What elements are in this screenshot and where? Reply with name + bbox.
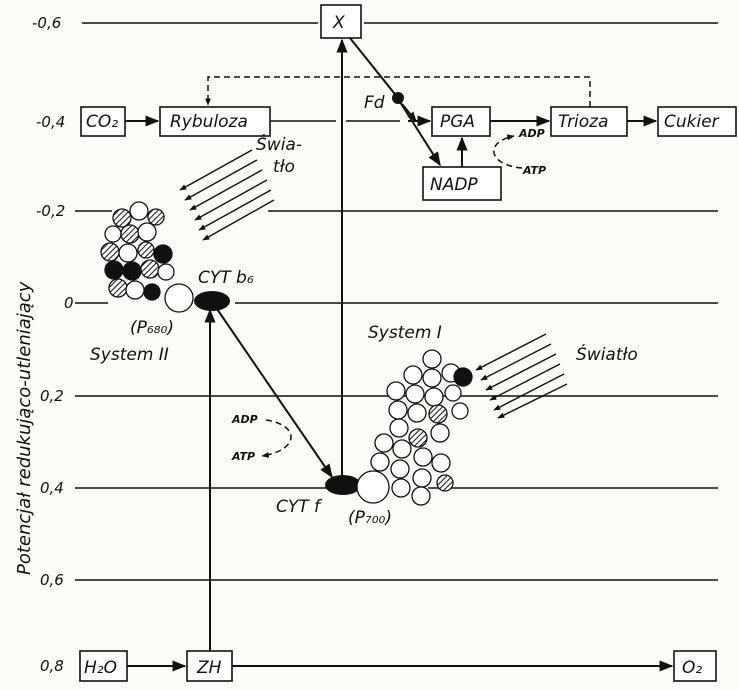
box-co2-label: CO₂ <box>86 112 118 132</box>
cytb6-label: CYT b₆ <box>198 268 254 288</box>
light-label-top-2: tło <box>273 157 295 177</box>
box-trioza-label: Trioza <box>558 112 609 132</box>
system2-pigment-cluster <box>101 202 193 312</box>
box-h2o-label: H₂O <box>84 658 117 678</box>
fd-label: Fd <box>364 93 385 113</box>
tick-label-minus-0-6: -0,6 <box>32 14 61 32</box>
tick-label-minus-0-4: -0,4 <box>36 113 65 131</box>
tick-label-0-8: 0,8 <box>40 657 64 675</box>
cytf-label: CYT f <box>276 497 323 517</box>
atp-mid-label: ATP <box>231 450 255 463</box>
y-axis-label: Potencjał redukująco-utleniający <box>14 281 35 575</box>
box-pga-label: PGA <box>440 112 475 132</box>
atp-top-label: ATP <box>522 164 546 177</box>
line-x-fd <box>350 38 398 98</box>
arrow-fd-pga <box>402 104 416 121</box>
cytf-node <box>325 475 361 495</box>
adp-top-label: ADP <box>518 127 545 140</box>
box-zh-label: ZH <box>196 658 222 678</box>
adp-mid-label: ADP <box>231 413 258 426</box>
box-nadp-label: NADP <box>430 175 478 195</box>
p700-label: (P₇₀₀) <box>348 508 392 528</box>
p680-label: (P₆₈₀) <box>130 318 174 338</box>
light-arrows-right <box>476 334 567 418</box>
box-x-label: X <box>332 13 345 33</box>
atp-cycle-mid <box>262 420 291 456</box>
box-rybuloza-label: Rybuloza <box>170 112 248 132</box>
tick-label-0-4: 0,4 <box>40 479 64 497</box>
system1-pigment-cluster <box>357 350 472 505</box>
tick-label-minus-0-2: -0,2 <box>36 202 65 220</box>
tick-label-0-6: 0,6 <box>40 571 64 589</box>
tick-label-0: 0 <box>64 294 74 312</box>
light-label-top-1: Świa- <box>256 133 302 155</box>
box-o2-label: O₂ <box>682 658 702 678</box>
box-cukier-label: Cukier <box>664 112 720 132</box>
system2-label: System II <box>90 345 169 365</box>
light-arrows-top <box>180 150 274 240</box>
light-label-right: Światło <box>576 343 638 365</box>
tick-label-0-2: 0,2 <box>40 387 64 405</box>
fd-dot <box>392 92 404 104</box>
system1-label: System I <box>368 323 442 343</box>
atp-cycle-top <box>494 136 522 168</box>
cytb6-node <box>194 291 230 311</box>
